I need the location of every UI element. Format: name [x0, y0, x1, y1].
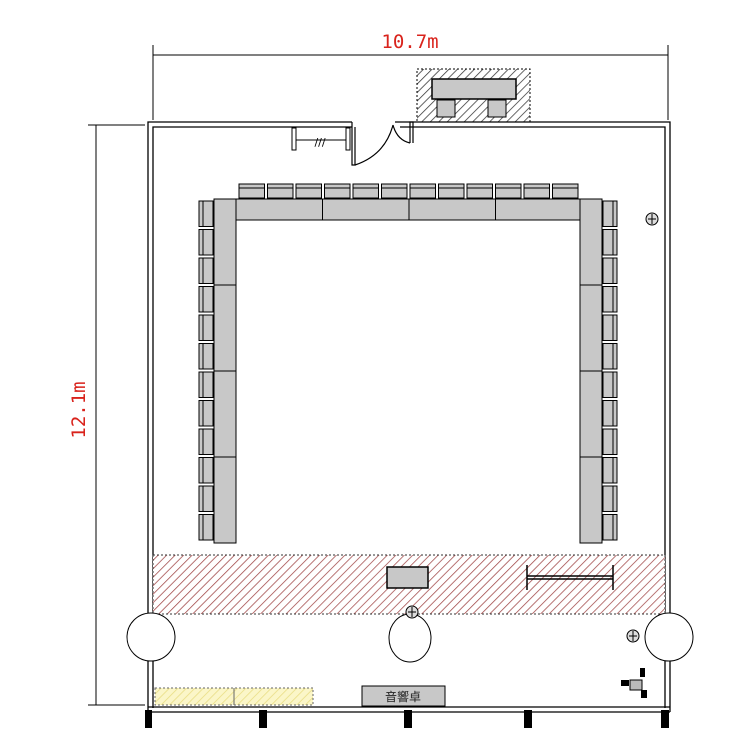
chair [409, 183, 436, 199]
sound-desk: 音響卓 [361, 685, 446, 707]
table [213, 370, 237, 458]
door [351, 121, 414, 166]
height-label: 12.1m [68, 381, 90, 438]
chair [295, 183, 322, 199]
chair [523, 183, 550, 199]
table [579, 198, 603, 286]
top-stage-area [416, 68, 531, 123]
chair [552, 183, 579, 199]
chair [267, 183, 294, 199]
table [213, 456, 237, 544]
chair [602, 286, 618, 313]
chair [198, 229, 214, 256]
banner-stand [526, 565, 614, 590]
chair [602, 371, 618, 398]
chair [198, 457, 214, 484]
width-label: 10.7m [381, 31, 438, 53]
chair [198, 514, 214, 541]
yellow-zone [154, 687, 314, 706]
chair [381, 183, 408, 199]
camera-icon [645, 212, 659, 226]
chair [495, 183, 522, 199]
chair [438, 183, 465, 199]
chair [324, 183, 351, 199]
table [408, 198, 496, 221]
chair [198, 400, 214, 427]
svg-text:///: /// [314, 136, 325, 149]
chair [198, 371, 214, 398]
bottom-pillars [145, 710, 669, 728]
table [579, 284, 603, 372]
chair [602, 200, 618, 227]
chair [198, 257, 214, 284]
chair [198, 200, 214, 227]
pillar-center [388, 613, 432, 663]
pillar-right [644, 612, 694, 662]
room-walls [147, 121, 671, 713]
chair [198, 314, 214, 341]
tripod-icon [621, 668, 647, 698]
table [579, 370, 603, 458]
chair [602, 229, 618, 256]
chair [602, 428, 618, 455]
camera-icon [626, 629, 640, 643]
podium [386, 566, 429, 589]
chair [602, 485, 618, 512]
chair [238, 183, 265, 199]
table [213, 284, 237, 372]
chair [198, 343, 214, 370]
chair [198, 286, 214, 313]
table [213, 198, 237, 286]
chair [602, 457, 618, 484]
pillar-left [126, 612, 176, 662]
chair [466, 183, 493, 199]
sound-desk-label: 音響卓 [385, 689, 421, 704]
chair [352, 183, 379, 199]
chair [602, 514, 618, 541]
table [579, 456, 603, 544]
chair [602, 257, 618, 284]
camera-icon [405, 605, 419, 619]
coat-rack: /// [291, 127, 351, 151]
chair [198, 485, 214, 512]
height-dimension: 12.1m [68, 124, 145, 706]
table [322, 198, 410, 221]
width-dimension: 10.7m [152, 31, 669, 120]
seating-arrangement [198, 183, 618, 544]
table [235, 198, 323, 221]
chair [602, 314, 618, 341]
chair [602, 400, 618, 427]
chair [198, 428, 214, 455]
chair [602, 343, 618, 370]
stage-area [152, 554, 666, 615]
table [495, 198, 583, 221]
